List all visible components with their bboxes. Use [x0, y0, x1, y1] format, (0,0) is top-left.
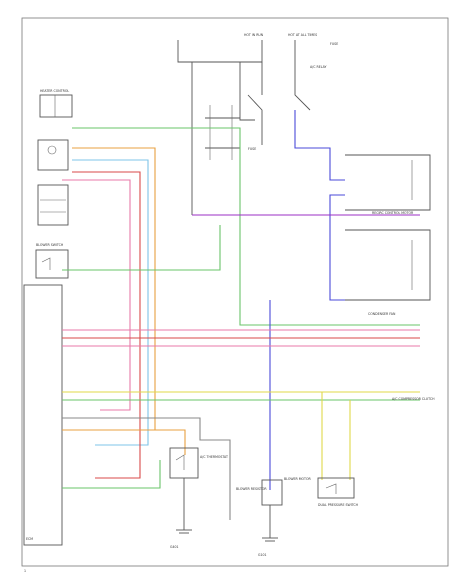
- diagram-frame: [21, 17, 449, 567]
- condenser-fan-label: CONDENSER FAN: [368, 312, 396, 316]
- recirc-control-label: RECIRC CONTROL MOTOR: [372, 211, 414, 215]
- dual-pressure-label: DUAL PRESSURE SWITCH: [318, 503, 359, 507]
- ground-b-label: G101: [258, 553, 267, 557]
- right-component-block: RECIRC CONTROL MOTOR CONDENSER FAN: [345, 154, 431, 316]
- ac-compressor-label: A/C COMPRESSOR CLUTCH: [392, 397, 435, 401]
- ac-thermostat-label: A/C THERMOSTAT: [200, 455, 228, 459]
- ecm-block: ECM: [23, 284, 63, 546]
- heater-control-label: HEATER CONTROL: [40, 89, 69, 93]
- fuse-b-label: FUSE: [330, 42, 338, 46]
- ground-a-label: G401: [170, 545, 179, 549]
- hot-all-label: HOT AT ALL TIMES: [288, 33, 317, 37]
- wire-harness: [62, 110, 420, 520]
- bottom-components: A/C THERMOSTAT BLOWER MOTOR BLOWER RESIS…: [169, 397, 435, 557]
- blower-switch-label: BLOWER SWITCH: [36, 243, 64, 247]
- ac-relay-label: A/C RELAY: [310, 65, 327, 69]
- footer-page: 1: [24, 569, 26, 573]
- ecm-label: ECM: [26, 537, 33, 541]
- fuse-a-label: FUSE: [248, 147, 256, 151]
- left-switch-cluster: HEATER CONTROL BLOWER SWITCH: [35, 89, 73, 279]
- blower-motor-label: BLOWER MOTOR: [284, 477, 311, 481]
- top-relay-block: HOT IN RUN HOT AT ALL TIMES A/C RELAY FU…: [177, 33, 338, 215]
- hot-run-label: HOT IN RUN: [244, 33, 264, 37]
- resistor-label: BLOWER RESISTOR: [236, 487, 267, 491]
